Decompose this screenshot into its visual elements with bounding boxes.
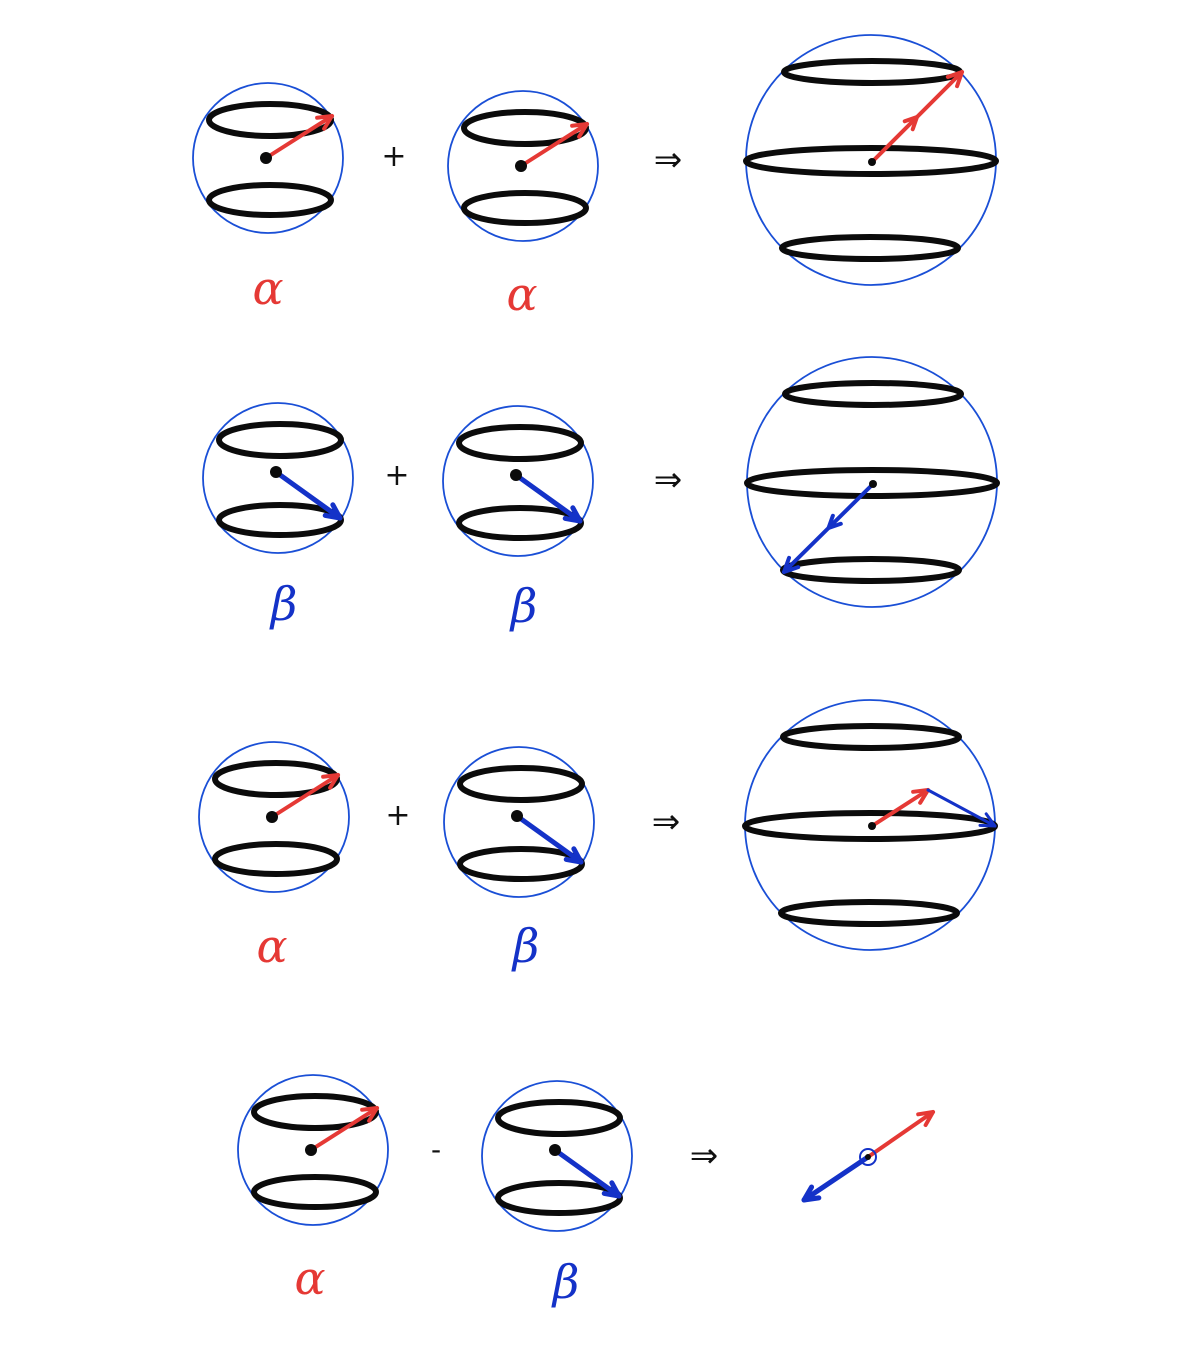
orbit-ring	[212, 841, 340, 877]
orbit-ring	[780, 723, 962, 751]
alpha-spin-vector	[264, 114, 334, 160]
arrow-head	[601, 1180, 622, 1199]
arrow-head	[360, 1106, 379, 1123]
nucleus-dot	[549, 1144, 561, 1156]
nucleus-dot	[510, 469, 522, 481]
arrow-head	[562, 505, 583, 524]
minus-operator: -	[430, 1133, 442, 1166]
alpha-symbol: α	[256, 919, 288, 973]
orbit-ring	[781, 58, 963, 86]
alpha-spin-vector	[519, 122, 589, 168]
orbit-ring	[212, 760, 340, 798]
orbit-ring	[743, 145, 999, 177]
orbit-ring	[457, 846, 585, 882]
alpha-symbol: α	[506, 267, 538, 321]
plus-operator: +	[385, 798, 411, 833]
arrow-head	[826, 513, 843, 530]
orbit-ring	[456, 505, 584, 541]
arrow-head	[978, 812, 997, 828]
sphere-outline	[447, 90, 599, 242]
implies-arrow: ⇒	[651, 802, 681, 842]
implies-arrow: ⇒	[653, 460, 683, 500]
orbit-ring	[495, 1099, 623, 1137]
plus-operator: +	[381, 139, 407, 174]
implies-arrow: ⇒	[653, 140, 683, 180]
arrow-head	[321, 773, 340, 790]
alpha-opposite-vector	[866, 1110, 935, 1159]
beta-component-vector	[926, 788, 997, 828]
orbit-ring	[457, 765, 585, 803]
beta-spin-vector	[513, 472, 583, 524]
plus-operator: +	[384, 458, 410, 493]
orbit-ring	[461, 109, 589, 147]
arrow-head	[315, 114, 334, 131]
arrow-head	[782, 555, 801, 574]
alpha-component-vector	[870, 788, 930, 828]
arrow-head	[801, 1184, 822, 1203]
beta-opposite-vector	[801, 1154, 871, 1203]
sphere-outline	[192, 82, 344, 234]
beta-symbol: β	[270, 577, 298, 631]
sphere-outline	[237, 1074, 389, 1226]
orbit-ring	[456, 424, 584, 462]
implies-arrow: ⇒	[689, 1136, 719, 1176]
sphere-outline	[481, 1080, 633, 1232]
orbit-ring	[216, 421, 344, 459]
alpha-symbol: α	[294, 1251, 326, 1305]
nucleus-dot	[868, 158, 876, 166]
orbit-ring	[251, 1093, 379, 1131]
orbit-ring	[780, 556, 962, 584]
alpha-symbol: α	[252, 261, 284, 315]
nucleus-dot	[511, 810, 523, 822]
orbit-ring	[461, 190, 589, 226]
beta-symbol: β	[512, 919, 540, 973]
orbit-ring	[782, 380, 964, 408]
sphere-outline	[202, 402, 354, 554]
arrow-head	[563, 846, 584, 865]
arrow-head	[945, 70, 964, 89]
nucleus-dot	[260, 152, 272, 164]
orbit-ring	[206, 182, 334, 218]
beta-spin-vector	[514, 813, 584, 865]
orbit-ring	[206, 101, 334, 139]
orbit-ring	[216, 502, 344, 538]
orbit-ring	[779, 234, 961, 262]
beta-spin-vector	[273, 469, 343, 521]
nucleus-dot	[305, 1144, 317, 1156]
beta-spin-vector	[552, 1147, 622, 1199]
beta-symbol: β	[510, 579, 538, 633]
alpha-spin-vector	[309, 1106, 379, 1152]
nucleus-dot	[266, 811, 278, 823]
nucleus-dot	[515, 160, 527, 172]
orbit-ring	[251, 1174, 379, 1210]
nucleus-dot	[869, 480, 877, 488]
origin-circle	[859, 1148, 877, 1166]
orbit-ring	[495, 1180, 623, 1216]
beta-symbol: β	[552, 1255, 580, 1309]
sphere-outline	[443, 746, 595, 898]
nucleus-dot	[270, 466, 282, 478]
arrow-head	[902, 115, 919, 132]
arrow-head	[916, 1110, 935, 1128]
sphere-outline	[198, 741, 350, 893]
arrow-head	[322, 502, 343, 521]
nucleus-dot	[868, 822, 876, 830]
nucleus-dot	[865, 1154, 871, 1160]
orbit-ring	[778, 899, 960, 927]
orbit-ring	[744, 467, 1000, 499]
sphere-outline	[442, 405, 594, 557]
alpha-spin-vector	[270, 773, 340, 819]
arrow-head	[570, 122, 589, 139]
